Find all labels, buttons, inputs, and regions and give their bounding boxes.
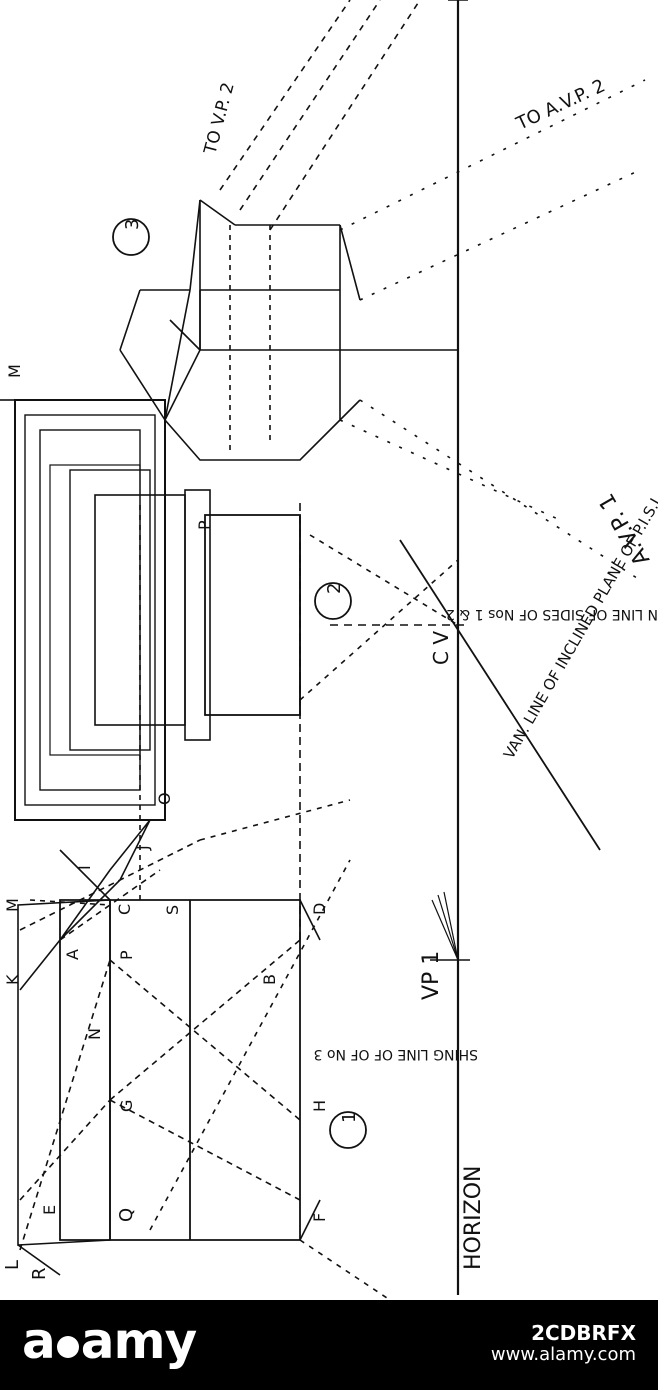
watermark-bar: aamyalamy 2CDBRFX www.alamy.com — [0, 1300, 658, 1390]
circle-2-label: 2 — [324, 583, 345, 594]
point-r: R — [29, 1267, 50, 1280]
point-l: L — [2, 1260, 23, 1270]
point-q: Q — [116, 1208, 137, 1222]
point-k: K — [3, 974, 22, 985]
point-i: I — [75, 865, 94, 870]
point-p2: P — [195, 520, 214, 530]
point-c: C — [115, 904, 134, 915]
circle-1-label: 1 — [339, 1112, 360, 1123]
vanishing-line-no3-label: SHING LINE OF OF No 3 — [314, 1046, 478, 1062]
to-avp2-label: TO A.V.P. 2 — [512, 75, 608, 135]
point-f: F — [310, 1213, 329, 1222]
to-vp2-label: TO V.P. 2 — [200, 80, 239, 157]
watermark-meta: 2CDBRFX www.alamy.com — [491, 1322, 636, 1366]
alamy-logo: aamyalamy — [22, 1312, 197, 1370]
vanishing-line-sides-label: N LINE OF SIDES OF Nos 1 & 2 — [446, 606, 658, 622]
circle-3-label: 3 — [122, 219, 143, 230]
point-o: O — [155, 792, 174, 805]
horizon-label: HORIZON — [461, 1166, 486, 1270]
inclined-plane-label: VAN. LINE OF INCLINED PLANE OF P.I.S.J. — [500, 491, 658, 762]
point-h: H — [310, 1100, 329, 1112]
point-s: S — [163, 905, 182, 915]
point-p: P — [117, 950, 136, 960]
point-n: N — [85, 1028, 104, 1040]
perspective-diagram: HORIZON VP 1 C V TO V.P. 2 TO A.V.P. 2 A… — [0, 0, 658, 1300]
site-url[interactable]: www.alamy.com — [490, 1344, 636, 1365]
image-id: 2CDBRFX — [531, 1321, 636, 1345]
point-m2: M — [5, 364, 24, 378]
point-d: D — [310, 903, 329, 915]
point-b: B — [260, 974, 279, 985]
point-a: A — [63, 949, 82, 960]
point-j: J — [133, 845, 152, 851]
point-m: M — [3, 898, 22, 912]
cv-label: C V — [429, 631, 453, 665]
vp1-label: VP 1 — [419, 951, 444, 1000]
point-e: E — [40, 1205, 59, 1215]
point-g: G — [117, 1100, 136, 1112]
